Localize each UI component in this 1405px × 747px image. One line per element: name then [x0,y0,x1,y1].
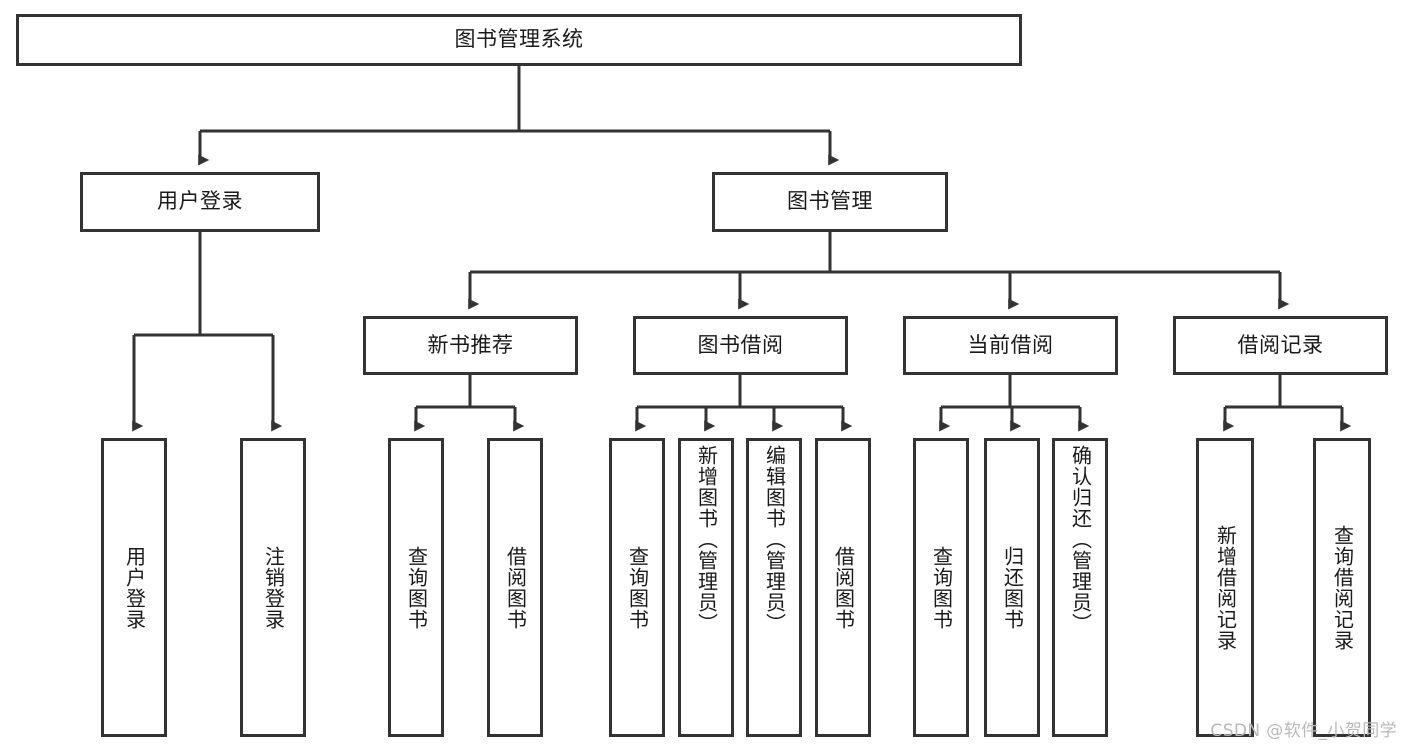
csdn-watermark: CSDN @软件_小贺同学 [1210,721,1397,741]
node-borrow-record[interactable]: 借阅记录 [1173,316,1388,375]
node-leaf-return-book-label: 归还图书 [1000,545,1025,630]
node-leaf-borrow-book-new-label: 借阅图书 [503,545,528,630]
leaf-text-wrap: 确认归还（管理员） [1055,441,1105,734]
node-leaf-query-borrow-record[interactable]: 查询借阅记录 [1313,438,1371,737]
node-leaf-edit-book-admin[interactable]: 编辑图书（管理员） [746,438,802,737]
node-leaf-borrow-book[interactable]: 借阅图书 [815,438,871,737]
node-root-label: 图书管理系统 [454,27,584,52]
node-leaf-user-login-label: 用户登录 [122,545,147,630]
node-leaf-add-borrow-record-label: 新增借阅记录 [1213,524,1238,651]
node-book-borrow[interactable]: 图书借阅 [633,316,848,375]
node-leaf-user-logout[interactable]: 注销登录 [240,438,306,737]
leaf-text-wrap: 查询图书 [391,441,441,734]
node-leaf-query-book-current[interactable]: 查询图书 [913,438,969,737]
node-leaf-add-book-admin[interactable]: 新增图书（管理员） [678,438,734,737]
node-leaf-query-book-current-label: 查询图书 [929,545,954,630]
node-leaf-user-logout-label: 注销登录 [261,545,286,630]
leaf-text-wrap: 借阅图书 [490,441,540,734]
leaf-text-wrap: 用户登录 [104,441,164,734]
node-leaf-add-borrow-record[interactable]: 新增借阅记录 [1196,438,1254,737]
leaf-text-wrap: 查询借阅记录 [1316,441,1368,734]
node-leaf-confirm-return-admin[interactable]: 确认归还（管理员） [1052,438,1108,737]
node-leaf-user-login[interactable]: 用户登录 [101,438,167,737]
leaf-text-wrap: 借阅图书 [818,441,868,734]
leaf-text-wrap: 新增图书（管理员） [681,441,731,734]
leaf-text-wrap: 查询图书 [916,441,966,734]
node-user-login[interactable]: 用户登录 [80,172,320,232]
node-leaf-return-book[interactable]: 归还图书 [984,438,1040,737]
node-leaf-edit-book-admin-label: 编辑图书（管理员） [762,445,787,634]
node-leaf-query-book-new[interactable]: 查询图书 [388,438,444,737]
leaf-text-wrap: 新增借阅记录 [1199,441,1251,734]
node-leaf-query-borrow-record-label: 查询借阅记录 [1330,524,1355,651]
node-leaf-query-book-borrow[interactable]: 查询图书 [609,438,665,737]
node-book-borrow-label: 图书借阅 [697,332,784,357]
node-book-management-label: 图书管理 [787,189,873,214]
node-new-book-recommend-label: 新书推荐 [427,332,514,357]
node-book-management[interactable]: 图书管理 [712,172,948,232]
node-leaf-query-book-borrow-label: 查询图书 [625,545,650,630]
node-borrow-record-label: 借阅记录 [1237,332,1324,357]
node-root[interactable]: 图书管理系统 [16,14,1022,66]
node-user-login-label: 用户登录 [157,189,243,214]
node-current-borrow[interactable]: 当前借阅 [903,316,1118,375]
node-new-book-recommend[interactable]: 新书推荐 [363,316,578,375]
node-leaf-confirm-return-admin-label: 确认归还（管理员） [1068,445,1093,634]
leaf-text-wrap: 查询图书 [612,441,662,734]
node-current-borrow-label: 当前借阅 [967,332,1054,357]
node-leaf-borrow-book-label: 借阅图书 [831,545,856,630]
node-leaf-add-book-admin-label: 新增图书（管理员） [694,445,719,634]
leaf-text-wrap: 编辑图书（管理员） [749,441,799,734]
leaf-text-wrap: 归还图书 [987,441,1037,734]
node-leaf-borrow-book-new[interactable]: 借阅图书 [487,438,543,737]
node-leaf-query-book-new-label: 查询图书 [404,545,429,630]
leaf-text-wrap: 注销登录 [243,441,303,734]
